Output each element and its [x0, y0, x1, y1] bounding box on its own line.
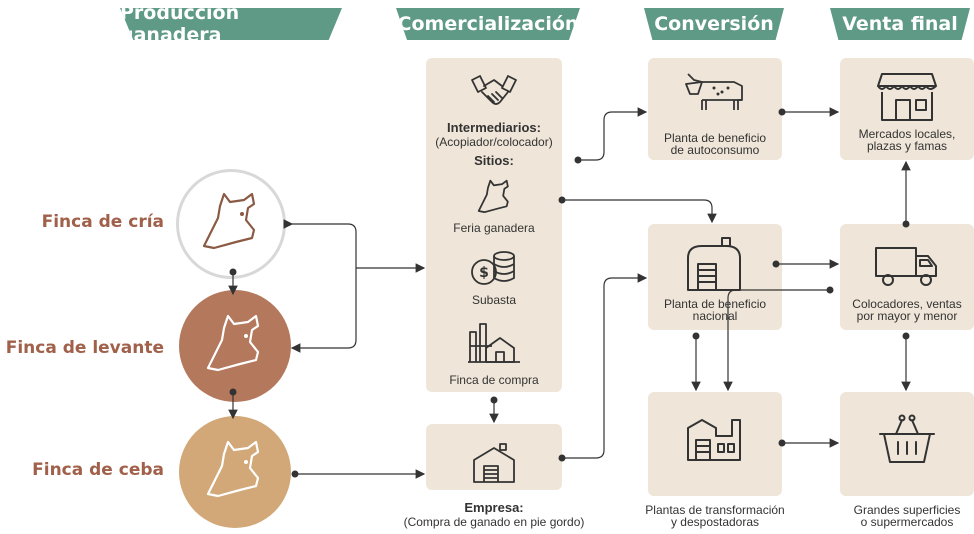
finca-ceba-label: Finca de ceba [32, 460, 164, 480]
nacional-label-1: Planta de beneficio [663, 297, 767, 311]
grandes-label-2: o supermercados [860, 515, 954, 529]
header-produccion: Producción ganadera [120, 8, 342, 40]
autoconsumo-label-1: Planta de beneficio [663, 131, 767, 145]
mercados-label-1: Mercados locales, [858, 127, 956, 141]
barn-icon [687, 237, 741, 291]
shopping-basket-icon [879, 414, 935, 463]
finca-compra-label: Finca de compra [449, 373, 539, 387]
cow-head-icon [202, 192, 256, 250]
factory-icon [687, 419, 741, 461]
finca-levante-label: Finca de levante [5, 338, 164, 358]
transformacion-label-1: Plantas de transformación [645, 503, 785, 517]
finca-levante-circle [179, 290, 291, 402]
sitios-title: Sitios: [474, 153, 514, 168]
colocadores-label-2: por mayor y menor [856, 309, 958, 323]
handshake-icon [471, 75, 517, 105]
cow-icon [685, 73, 743, 110]
autoconsumo-label-2: de autoconsumo [670, 143, 760, 157]
feria-label: Feria ganadera [453, 221, 535, 235]
transformacion-label-2: y despostadoras [670, 515, 760, 529]
svg-text:$: $ [479, 265, 489, 281]
finca-ceba-circle [179, 416, 291, 528]
finca-cria-label: Finca de cría [41, 212, 164, 232]
finca-cria-circle [176, 169, 286, 279]
intermediarios-title: Intermediarios: [447, 120, 541, 135]
grandes-label-1: Grandes superficies [853, 503, 961, 517]
subasta-label: Subasta [471, 293, 517, 307]
header-venta: Venta final [830, 8, 970, 40]
cow-head-icon [477, 179, 509, 214]
colocadores-label-1: Colocadores, ventas [852, 297, 962, 311]
comercializacion-box [426, 58, 562, 392]
header-comercializacion: Comercialización [396, 8, 580, 40]
mercados-label-2: plazas y famas [866, 139, 948, 153]
empresa-sub: (Compra de ganado en pie gordo) [403, 515, 585, 529]
farm-factory-icon [468, 323, 520, 363]
empresa-box [426, 424, 562, 490]
truck-icon [875, 247, 937, 286]
cow-head-icon [206, 314, 260, 372]
barn-icon [473, 443, 515, 483]
transformacion-box [648, 392, 782, 496]
empresa-title: Empresa: [464, 500, 524, 515]
header-conversion: Conversión [644, 8, 784, 40]
autoconsumo-box [648, 58, 782, 160]
nacional-label-2: nacional [692, 309, 738, 323]
coins-dollar-icon: $ [471, 251, 515, 285]
store-icon [877, 73, 937, 121]
cow-head-icon [206, 440, 260, 498]
intermediarios-sub: (Acopiador/colocador) [435, 135, 553, 149]
